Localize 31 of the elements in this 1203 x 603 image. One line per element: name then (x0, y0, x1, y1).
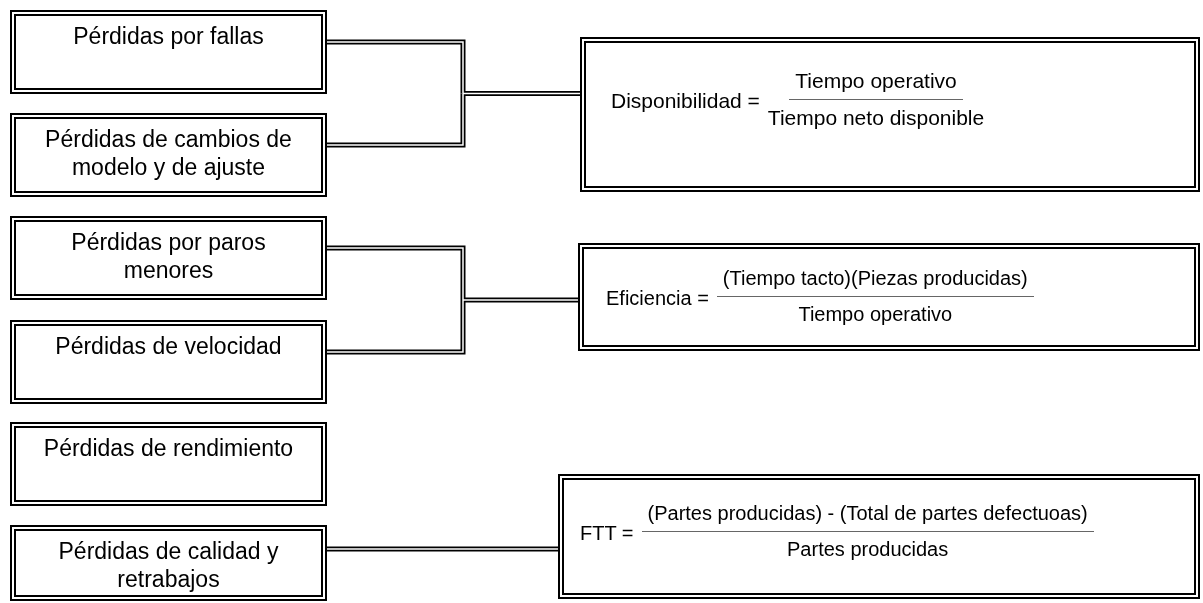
formula-label: FTT = (580, 522, 634, 545)
formula-label: Disponibilidad = (611, 89, 760, 113)
fraction-numerator: (Tiempo tacto)(Piezas producidas) (716, 267, 1034, 297)
box-label: Pérdidas de velocidad (55, 333, 282, 359)
loss-box (10, 422, 327, 506)
connector-branch (327, 245, 466, 300)
loss-box (10, 525, 327, 601)
box-label: Pérdidas por fallas (73, 23, 264, 49)
double-connector-line (327, 546, 558, 552)
box-label: Pérdidas por paros menores (71, 229, 266, 283)
loss-box (10, 320, 327, 404)
box-label: Pérdidas de calidad y retrabajos (58, 538, 279, 592)
connector-trunk (463, 91, 580, 96)
connector-branch (327, 300, 466, 355)
connector-trunk (463, 297, 578, 303)
loss-box (10, 10, 327, 94)
fraction-denominator: Tiempo neto disponible (767, 105, 985, 130)
loss-box (10, 113, 327, 197)
loss-box (10, 216, 327, 300)
fraction-denominator: Partes producidas (787, 537, 949, 561)
formula-box (580, 37, 1200, 192)
connector-branch (327, 93, 466, 148)
fraction-numerator: Tiempo operativo (789, 69, 963, 100)
connector-branch (327, 39, 466, 94)
box-label: Pérdidas de cambios de modelo y de ajuste (45, 126, 292, 180)
fraction-denominator: Tiempo operativo (798, 302, 953, 326)
formula-box (558, 474, 1200, 599)
box-label: Pérdidas de rendimiento (43, 435, 294, 461)
formula-label: Eficiencia = (606, 287, 709, 310)
formula-box (578, 243, 1200, 351)
fraction-numerator: (Partes producidas) - (Total de partes defectuoas) (641, 502, 1094, 532)
